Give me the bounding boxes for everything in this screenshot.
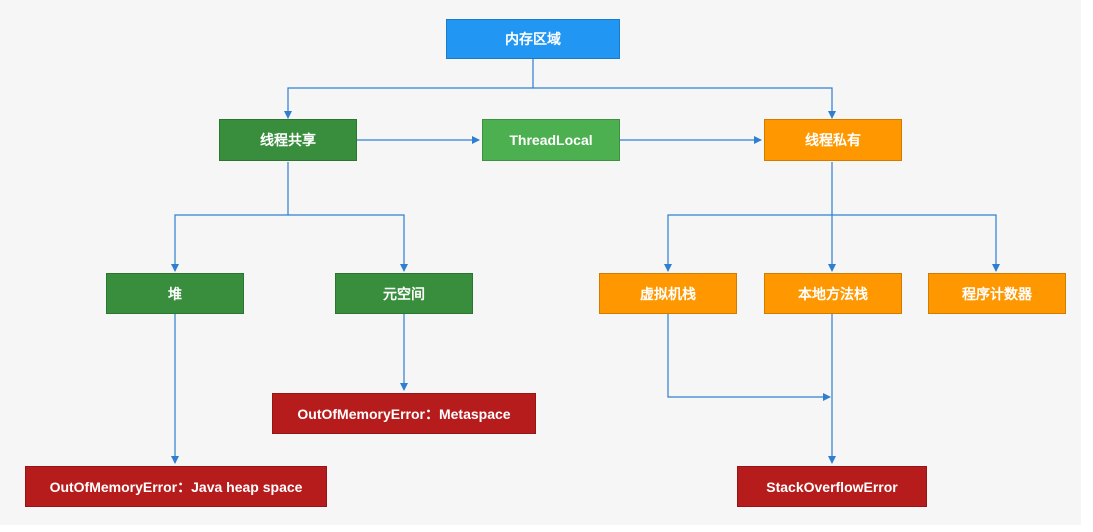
diagram-canvas: 内存区域 线程共享 ThreadLocal 线程私有 堆 元空间 虚拟机栈 本地… [25,19,1066,507]
node-program-counter: 程序计数器 [928,273,1066,314]
node-metaspace: 元空间 [335,273,473,314]
node-thread-shared: 线程共享 [219,119,357,161]
node-oom-heap: OutOfMemoryError：Java heap space [25,466,327,507]
edge-private-pc-counter [832,214,1000,272]
edge-shared-metaspace [288,214,408,272]
node-thread-private: 线程私有 [764,119,902,161]
edge-root-shared [284,58,534,119]
edge-private-vm-stack [664,214,832,272]
node-native-method-stack: 本地方法栈 [764,273,902,314]
node-stackoverflow: StackOverflowError [737,466,927,507]
node-threadlocal: ThreadLocal [482,119,620,161]
diagram-edges [171,58,1000,464]
node-memory-area: 内存区域 [446,19,620,59]
edge-root-private [533,87,836,119]
node-heap: 堆 [106,273,244,314]
node-oom-metaspace: OutOfMemoryError：Metaspace [272,393,536,434]
edge-shared-heap [171,162,289,272]
node-vm-stack: 虚拟机栈 [599,273,737,314]
edge-vm-stack-join [667,313,831,401]
